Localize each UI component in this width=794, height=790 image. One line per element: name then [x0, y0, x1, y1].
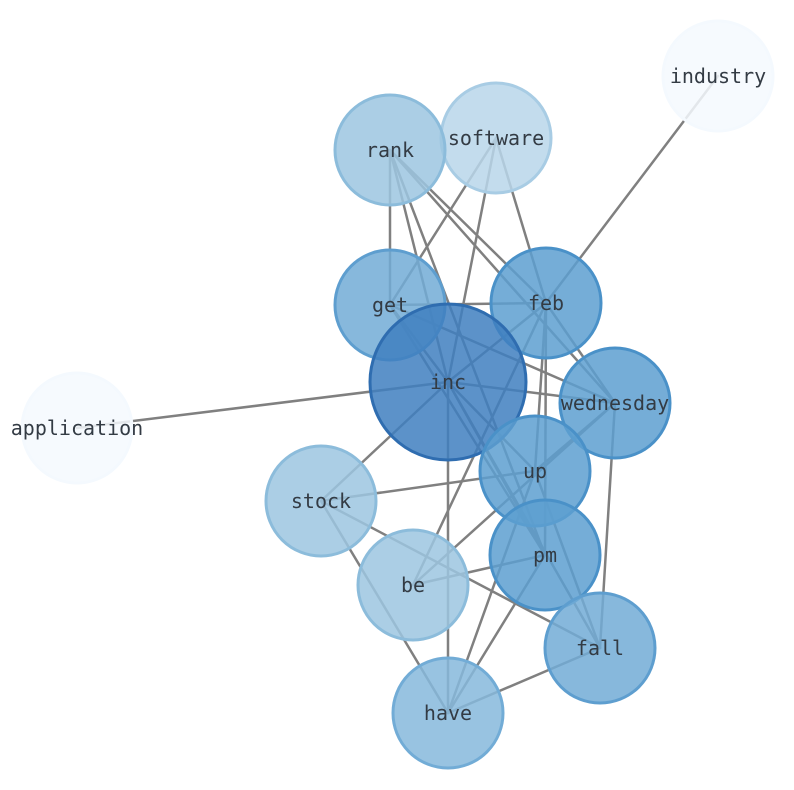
- node-wednesday: wednesday: [558, 346, 672, 460]
- node-software: software: [439, 81, 553, 195]
- node-circle-pm: [488, 498, 602, 612]
- node-fall: fall: [543, 591, 657, 705]
- node-label-up: up: [523, 459, 547, 483]
- node-circle-have: [391, 656, 505, 770]
- node-application: application: [11, 371, 143, 485]
- node-feb: feb: [489, 246, 603, 360]
- node-label-application: application: [11, 416, 143, 440]
- node-industry: industry: [661, 19, 775, 133]
- node-label-industry: industry: [670, 64, 766, 88]
- node-label-get: get: [372, 293, 408, 317]
- node-label-feb: feb: [528, 291, 564, 315]
- node-circle-industry: [661, 19, 775, 133]
- node-circle-feb: [489, 246, 603, 360]
- node-be: be: [356, 528, 470, 642]
- node-pm: pm: [488, 498, 602, 612]
- node-label-be: be: [401, 573, 425, 597]
- node-label-rank: rank: [366, 138, 414, 162]
- node-circle-application: [20, 371, 134, 485]
- node-rank: rank: [333, 93, 447, 207]
- node-inc: inc: [368, 302, 528, 462]
- node-label-fall: fall: [576, 636, 624, 660]
- node-circle-wednesday: [558, 346, 672, 460]
- node-stock: stock: [264, 444, 378, 558]
- node-circle-be: [356, 528, 470, 642]
- node-label-software: software: [448, 126, 544, 150]
- node-circle-stock: [264, 444, 378, 558]
- node-circle-fall: [543, 591, 657, 705]
- node-circle-rank: [333, 93, 447, 207]
- node-label-have: have: [424, 701, 472, 725]
- node-label-wednesday: wednesday: [561, 391, 669, 415]
- node-have: have: [391, 656, 505, 770]
- node-label-pm: pm: [533, 543, 557, 567]
- node-layer: industry software rank get feb inc wednesday ap…: [11, 19, 775, 770]
- node-circle-inc: [368, 302, 528, 462]
- node-label-stock: stock: [291, 489, 351, 513]
- node-up: up: [478, 414, 592, 528]
- node-label-inc: inc: [430, 370, 466, 394]
